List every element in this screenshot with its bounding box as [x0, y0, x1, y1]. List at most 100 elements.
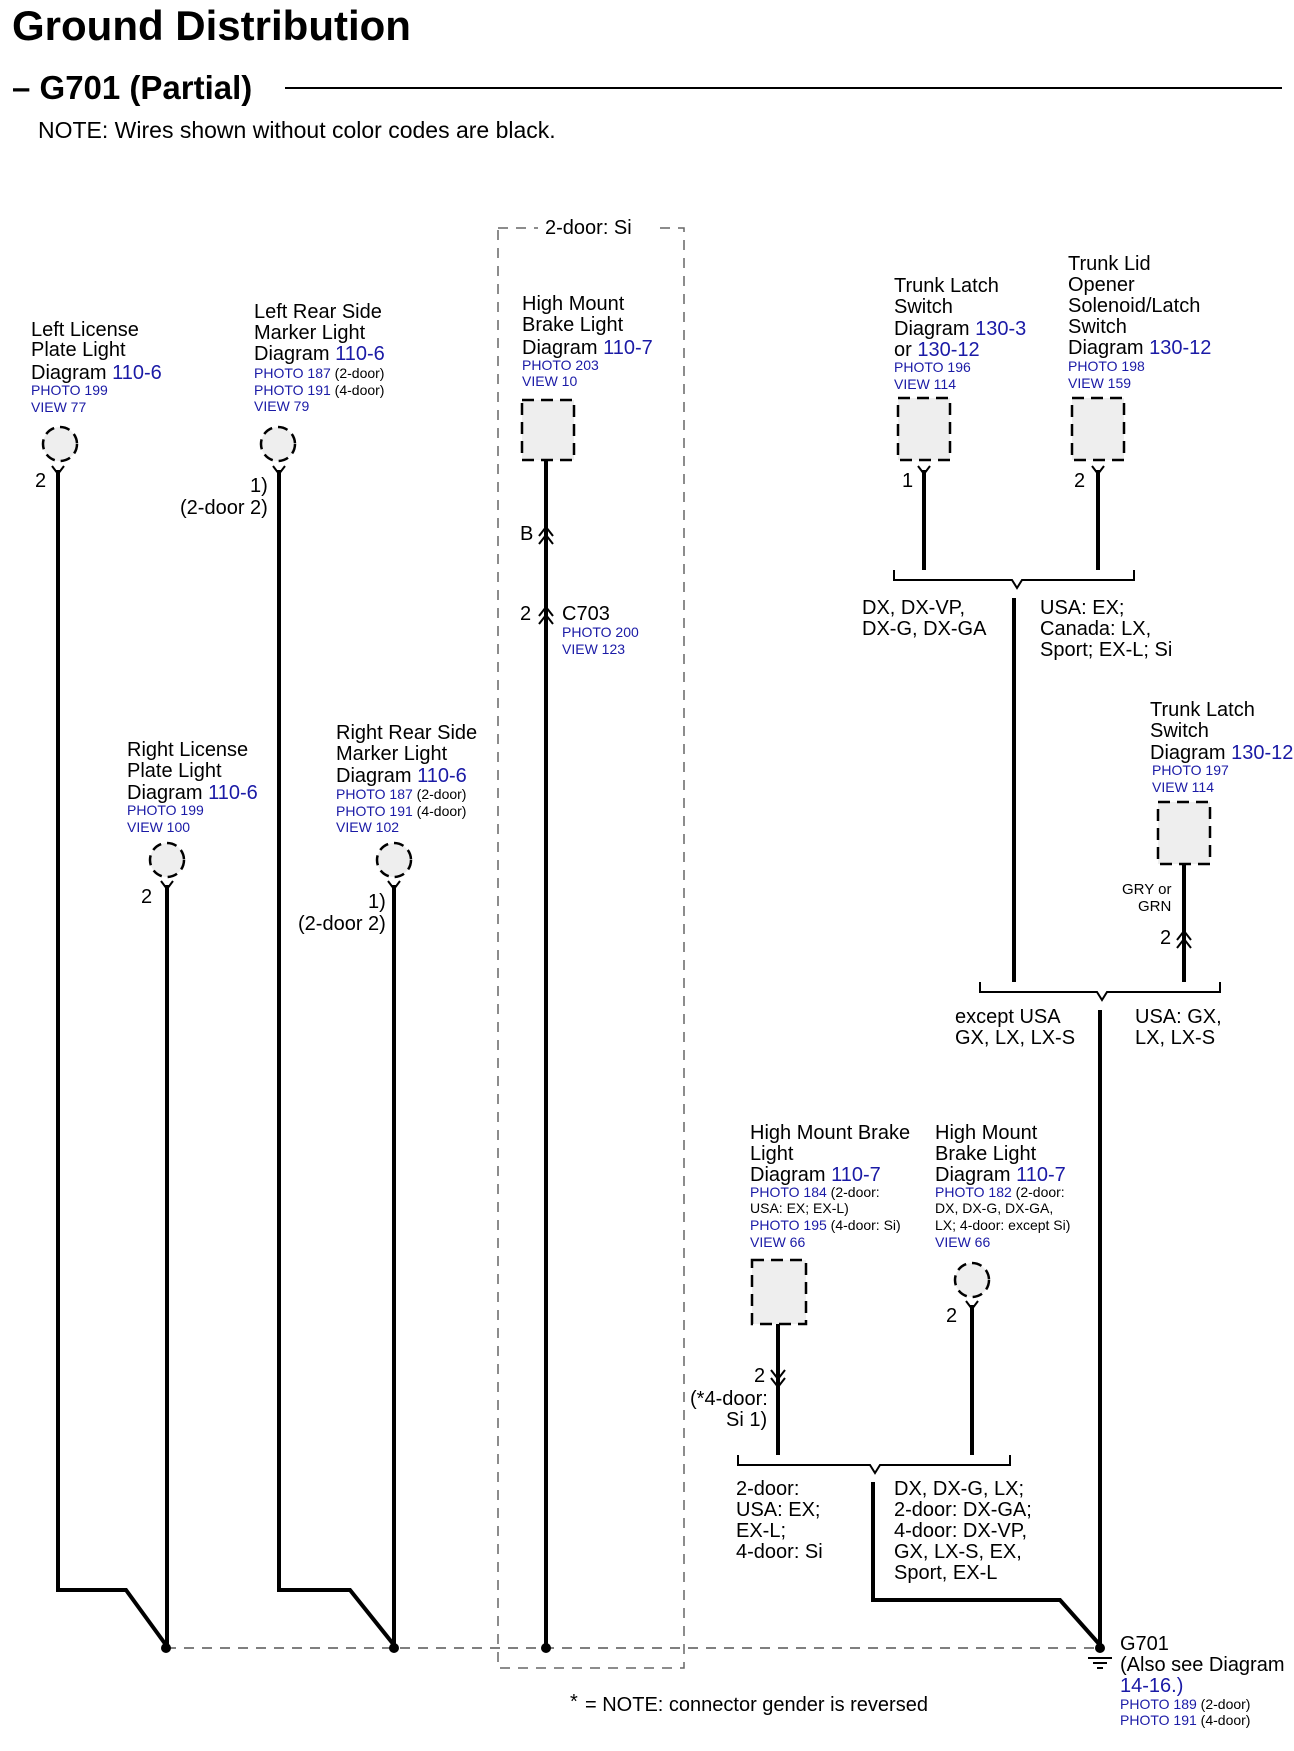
splice-label: USA: EX;	[736, 1499, 820, 1521]
diagram-link[interactable]: 130-12	[1231, 742, 1293, 764]
trunk-latch-switch-a[interactable]: Trunk Latch Switch Diagram 130-3 or 130-…	[894, 275, 1026, 492]
diagram-link[interactable]: 14-16.)	[1120, 1675, 1183, 1697]
splice-label: 2-door:	[736, 1478, 799, 1500]
wire-color: GRN	[1138, 898, 1171, 915]
connector-c703[interactable]: 2 C703 PHOTO 200 VIEW 123	[520, 603, 639, 657]
photo-link[interactable]: PHOTO 203	[522, 357, 599, 373]
svg-text:PHOTO 189 (2-door): PHOTO 189 (2-door)	[1120, 1696, 1250, 1712]
svg-text:Marker Light: Marker Light	[336, 743, 448, 765]
section-subtitle: – G701 (Partial)	[12, 69, 252, 106]
svg-text:Diagram 110-6: Diagram 110-6	[127, 782, 258, 804]
pin-label: 2	[754, 1365, 765, 1387]
diagram-link[interactable]: 130-3	[975, 318, 1026, 340]
right-license-plate-light[interactable]: Right License Plate Light Diagram 110-6 …	[127, 739, 258, 908]
svg-text:PHOTO 182 (2-door:: PHOTO 182 (2-door:	[935, 1184, 1065, 1200]
connector-name: C703	[562, 603, 610, 625]
view-link[interactable]: VIEW 123	[562, 641, 625, 657]
svg-text:Solenoid/Latch: Solenoid/Latch	[1068, 295, 1200, 317]
view-link[interactable]: VIEW 102	[336, 819, 399, 835]
diagram-link[interactable]: 110-7	[603, 337, 653, 359]
svg-text:Left Rear Side: Left Rear Side	[254, 301, 382, 323]
svg-text:Switch: Switch	[1068, 316, 1127, 338]
view-link[interactable]: VIEW 77	[31, 399, 86, 415]
left-license-plate-light[interactable]: Left License Plate Light Diagram 110-6 P…	[31, 319, 162, 492]
svg-text:Diagram 110-7: Diagram 110-7	[522, 337, 653, 359]
svg-text:PHOTO 184 (2-door:: PHOTO 184 (2-door:	[750, 1184, 880, 1200]
pin-label: 2	[35, 470, 46, 492]
splice-label: DX, DX-G, LX;	[894, 1478, 1024, 1500]
splice-label: except USA	[955, 1006, 1061, 1028]
view-link[interactable]: VIEW 79	[254, 398, 309, 414]
svg-text:Switch: Switch	[894, 296, 953, 318]
photo-link[interactable]: PHOTO 196	[894, 359, 971, 375]
diagram-link[interactable]: 110-6	[417, 765, 467, 787]
view-link[interactable]: VIEW 66	[750, 1234, 805, 1250]
svg-text:Opener: Opener	[1068, 274, 1135, 296]
svg-text:Plate Light: Plate Light	[31, 339, 126, 361]
component-box-icon	[1070, 396, 1126, 462]
photo-link[interactable]: PHOTO 199	[127, 802, 204, 818]
svg-text:High Mount: High Mount	[522, 293, 625, 315]
splice-label: DX, DX-VP,	[862, 597, 965, 619]
view-link[interactable]: VIEW 114	[894, 376, 956, 392]
right-rear-side-marker-light[interactable]: Right Rear Side Marker Light Diagram 110…	[298, 722, 477, 935]
high-mount-brake-light-b[interactable]: High Mount Brake Light Diagram 110-7 PHO…	[935, 1122, 1070, 1327]
view-link[interactable]: VIEW 114	[1152, 779, 1214, 795]
footnote-star: *	[570, 1691, 578, 1713]
photo-link[interactable]: PHOTO 200	[562, 624, 639, 640]
photo-link[interactable]: PHOTO 198	[1068, 358, 1145, 374]
view-link[interactable]: VIEW 66	[935, 1234, 990, 1250]
svg-text:Marker Light: Marker Light	[254, 322, 366, 344]
trunk-lid-opener-solenoid[interactable]: Trunk Lid Opener Solenoid/Latch Switch D…	[1068, 253, 1211, 492]
pin-label: 2	[1074, 470, 1085, 492]
svg-text:PHOTO 187 (2-door): PHOTO 187 (2-door)	[336, 786, 466, 802]
svg-text:or 130-12: or 130-12	[894, 339, 980, 361]
splice-label: DX-G, DX-GA	[862, 618, 987, 640]
ground-g701[interactable]: G701 (Also see Diagram 14-16.) PHOTO 189…	[1120, 1633, 1285, 1728]
bulb-icon	[259, 425, 297, 463]
svg-text:Switch: Switch	[1150, 720, 1209, 742]
view-link[interactable]: VIEW 100	[127, 819, 190, 835]
svg-text:Diagram 110-7: Diagram 110-7	[750, 1164, 881, 1186]
splice-label: 4-door: DX-VP,	[894, 1520, 1027, 1542]
pin-label: B	[520, 523, 533, 545]
svg-text:Diagram 130-3: Diagram 130-3	[894, 318, 1026, 340]
left-rear-side-marker-light[interactable]: Left Rear Side Marker Light Diagram 110-…	[180, 301, 385, 519]
diagram-link[interactable]: 130-12	[1149, 337, 1211, 359]
svg-text:High Mount Brake: High Mount Brake	[750, 1122, 910, 1144]
diagram-link[interactable]: 110-7	[831, 1164, 881, 1186]
svg-text:LX; 4-door: except Si): LX; 4-door: except Si)	[935, 1217, 1070, 1233]
page-title: Ground Distribution	[12, 2, 411, 49]
high-mount-brake-light-si[interactable]: High Mount Brake Light Diagram 110-7 PHO…	[520, 293, 653, 545]
svg-text:Trunk Latch: Trunk Latch	[1150, 699, 1255, 721]
diagram-link[interactable]: 110-6	[208, 782, 258, 804]
photo-link[interactable]: PHOTO 199	[31, 382, 108, 398]
svg-text:PHOTO 191 (4-door): PHOTO 191 (4-door)	[1120, 1712, 1250, 1728]
pin-label: 2	[141, 886, 152, 908]
bulb-icon	[375, 841, 413, 879]
pin-label: 2	[1160, 927, 1171, 949]
component-box-icon	[896, 396, 952, 462]
wires	[56, 460, 1221, 1649]
high-mount-brake-light-a[interactable]: High Mount Brake Light Diagram 110-7 PHO…	[690, 1122, 910, 1431]
svg-text:Brake Light: Brake Light	[522, 314, 624, 336]
component-box-icon	[750, 1258, 808, 1326]
photo-link[interactable]: PHOTO 197	[1152, 762, 1229, 778]
component-box-icon	[520, 398, 576, 462]
splice-label: Sport, EX-L	[894, 1562, 997, 1584]
diagram-link[interactable]: 130-12	[917, 339, 979, 361]
view-link[interactable]: VIEW 159	[1068, 375, 1131, 391]
svg-text:PHOTO 191 (4-door): PHOTO 191 (4-door)	[336, 803, 466, 819]
view-link[interactable]: VIEW 10	[522, 373, 577, 389]
pin-label: 1	[902, 470, 913, 492]
diagram-link[interactable]: 110-6	[112, 362, 162, 384]
diagram-link[interactable]: 110-6	[335, 343, 385, 365]
svg-text:Diagram 130-12: Diagram 130-12	[1150, 742, 1293, 764]
trunk-latch-switch-b[interactable]: Trunk Latch Switch Diagram 130-12 PHOTO …	[1122, 699, 1293, 949]
splice-label: 2-door: DX-GA;	[894, 1499, 1032, 1521]
color-code-note: NOTE: Wires shown without color codes ar…	[38, 117, 556, 143]
svg-text:Light: Light	[750, 1143, 794, 1165]
diagram-link[interactable]: 110-7	[1016, 1164, 1066, 1186]
svg-text:Brake Light: Brake Light	[935, 1143, 1037, 1165]
